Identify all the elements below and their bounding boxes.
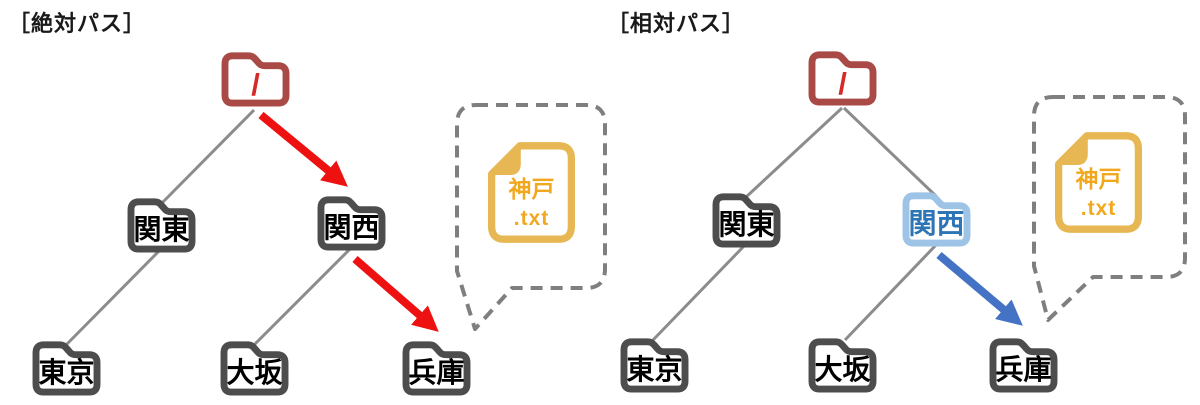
edge-kansai-osaka-abs — [252, 246, 353, 347]
folder-icon — [989, 338, 1058, 393]
folder-label: 兵庫 — [995, 354, 1052, 385]
file-kobe-txt-abs: 神戸 .txt — [484, 139, 579, 246]
folder-icon — [402, 341, 471, 396]
file-kobe-txt-rel: 神戸 .txt — [1051, 129, 1146, 236]
folder-label: 関西 — [323, 212, 380, 243]
folder-label: 兵庫 — [408, 357, 465, 388]
folder-tokyo-rel: 東京 — [617, 333, 692, 396]
file-name: 神戸 .txt — [1051, 165, 1146, 222]
folder-osaka-abs: 大坂 — [217, 336, 292, 399]
edge-root-kansai-rel — [842, 106, 938, 198]
red-arrow-kansai-to-hyogo — [352, 255, 439, 332]
folder-icon — [712, 193, 781, 248]
folder-root-rel: / — [805, 46, 880, 109]
folder-label: 東京 — [626, 354, 683, 385]
folder-icon — [620, 338, 689, 393]
folder-kanto-rel: 関東 — [709, 188, 784, 251]
folder-kanto-abs: 関東 — [124, 193, 199, 256]
edge-kansai-osaka-rel — [843, 243, 938, 342]
folder-icon — [902, 192, 971, 247]
folder-label: 東京 — [38, 357, 95, 388]
folder-label: 関東 — [133, 214, 190, 245]
folder-hyogo-abs: 兵庫 — [399, 336, 474, 399]
folder-label: 大坂 — [814, 354, 871, 385]
folder-kansai-rel-current: 関西 — [899, 187, 974, 250]
title-absolute-path: ［絶対パス］ — [8, 11, 147, 36]
folder-label: 関西 — [908, 208, 965, 239]
file-name-line2: .txt — [1080, 196, 1117, 220]
file-name: 神戸 .txt — [484, 175, 579, 232]
file-icon — [487, 142, 576, 243]
root-folder-icon — [221, 52, 290, 107]
file-name-line1: 神戸 — [1075, 166, 1122, 192]
folder-tokyo-abs: 東京 — [29, 336, 104, 399]
folder-icon — [317, 196, 386, 251]
folder-label: / — [838, 65, 847, 101]
edge-kanto-tokyo-abs — [64, 248, 162, 347]
folder-icon — [220, 341, 289, 396]
file-name-line1: 神戸 — [508, 176, 555, 202]
folder-label: 大坂 — [226, 357, 283, 388]
folder-root-abs: / — [218, 47, 293, 110]
root-folder-icon — [808, 51, 877, 106]
blue-arrow-kansai-to-hyogo — [936, 251, 1023, 326]
title-relative-path: ［相対パス］ — [607, 11, 746, 36]
folder-kansai-abs: 関西 — [314, 191, 389, 254]
folder-osaka-rel: 大坂 — [805, 333, 880, 396]
file-icon — [1054, 132, 1143, 233]
folder-label: 関東 — [718, 209, 775, 240]
folder-icon — [808, 338, 877, 393]
folder-icon — [127, 198, 196, 253]
edge-root-kanto-rel — [743, 106, 844, 200]
edge-kanto-tokyo-rel — [651, 243, 747, 342]
folder-icon — [32, 341, 101, 396]
folder-label: / — [251, 66, 260, 102]
file-name-line2: .txt — [513, 206, 550, 230]
edge-root-kanto-abs — [158, 108, 256, 207]
red-arrow-root-to-kansai — [258, 111, 348, 187]
folder-hyogo-rel: 兵庫 — [986, 333, 1061, 396]
